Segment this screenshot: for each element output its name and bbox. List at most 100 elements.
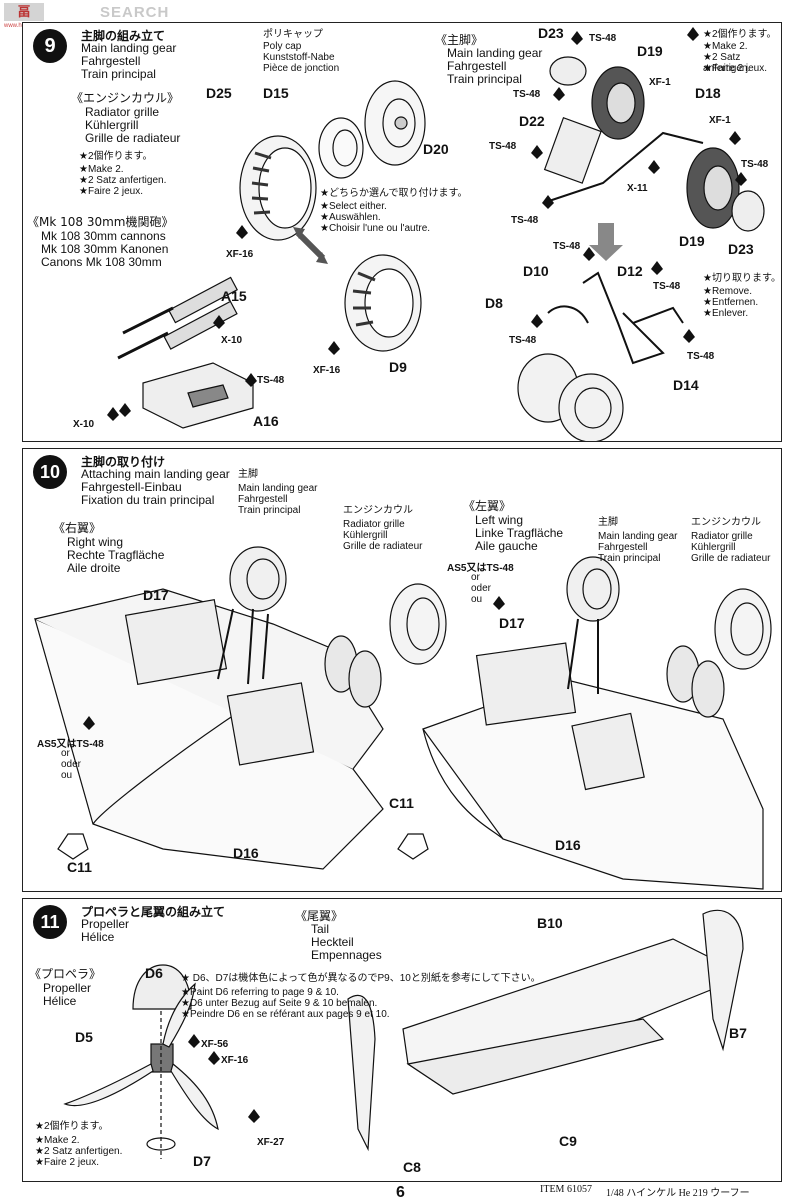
right-wing-en: Right wing: [67, 535, 124, 549]
paint-label: TS-48: [589, 33, 617, 44]
part-label: D8: [485, 295, 503, 311]
paint-label: TS-48: [553, 241, 581, 252]
left-wing-en: Left wing: [475, 513, 524, 527]
watermark-logo: 畐: [4, 3, 44, 21]
select-note-en: ★Select either.: [320, 201, 387, 212]
left-wing-de: Linke Tragfläche: [475, 526, 564, 540]
paint-label: XF-56: [201, 1039, 229, 1050]
propeller-en: Propeller: [43, 981, 92, 995]
remove-note-jp: ★切り取ります。: [703, 273, 781, 284]
paint-note-de: ★D6 unter Bezug auf Seite 9 & 10 bemalen…: [181, 998, 378, 1009]
cowl-label-en: Radiator grille: [343, 519, 405, 530]
item-number: ITEM 61057: [540, 1184, 592, 1195]
remove-note-fr: ★Enlever.: [703, 308, 749, 319]
part-label: D19: [679, 233, 705, 249]
step-title-en: Propeller: [81, 917, 130, 931]
cowl-label-en: Radiator grille: [691, 531, 753, 542]
part-label: D16: [555, 837, 581, 853]
mk108-en: Mk 108 30mm cannons: [41, 229, 166, 243]
make2-note-de: ★2 Satz anfertigen.: [35, 1146, 123, 1157]
part-label: D10: [523, 263, 549, 279]
engine-cowl-fr: Grille de radiateur: [85, 131, 181, 145]
gear-fr: Train principal: [447, 72, 522, 86]
oder-label: oder: [471, 583, 492, 594]
paint-label: X-10: [73, 419, 95, 430]
step-title-en: Main landing gear: [81, 41, 177, 55]
paint-label: X-10: [221, 335, 243, 346]
paint-label: TS-48: [653, 281, 681, 292]
polycap-fr: Pièce de jonction: [263, 63, 340, 74]
step-9-drawing: [107, 27, 765, 441]
step-title-jp: 主脚の取り付け: [81, 455, 166, 469]
ou-label: ou: [471, 594, 483, 605]
paint-label: TS-48: [509, 335, 537, 346]
make2b-note-fr: ★Faire 2 jeux.: [703, 63, 767, 74]
step-10-panel: 10 主脚の取り付け Attaching main landing gear F…: [22, 448, 782, 892]
gear-label-de: Fahrgestell: [598, 542, 648, 553]
polycap-en: Poly cap: [263, 41, 302, 52]
make2-note-en: ★Make 2.: [79, 164, 124, 175]
engine-cowl-de: Kühlergrill: [85, 118, 139, 132]
make2-note-jp: ★2個作ります。: [35, 1121, 109, 1132]
paint-label: AS5又はTS-48: [447, 563, 514, 574]
cowl-label-jp: エンジンカウル: [691, 517, 761, 528]
paint-note-jp: ★ D6、D7は機体色によって色が異なるのでP9、10と別紙を参考にして下さい。: [181, 973, 541, 984]
gear-label-fr: Train principal: [598, 553, 661, 564]
step-title-de: Fahrgestell-Einbau: [81, 480, 182, 494]
paint-label: XF-16: [313, 365, 341, 376]
paint-label: TS-48: [257, 375, 285, 386]
part-label: D20: [423, 141, 449, 157]
paint-label: TS-48: [513, 89, 541, 100]
gear-label-jp: 主脚: [238, 469, 258, 480]
propeller-heading: 《プロペラ》: [29, 967, 102, 981]
or-label: or: [61, 748, 70, 759]
step-title-jp: 主脚の組み立て: [81, 29, 166, 43]
step-title-en: Attaching main landing gear: [81, 467, 230, 481]
gear-label-de: Fahrgestell: [238, 494, 288, 505]
part-label: D17: [143, 587, 169, 603]
part-label: D25: [206, 85, 232, 101]
step-title-fr: Hélice: [81, 930, 115, 944]
part-label: B7: [729, 1025, 747, 1041]
make2-note-fr: ★Faire 2 jeux.: [79, 186, 143, 197]
make2b-note-de: ★2 Satz anfertigen.: [703, 52, 751, 74]
gear-en: Main landing gear: [447, 46, 543, 60]
paint-label: XF-27: [257, 1137, 285, 1148]
part-label: D15: [263, 85, 289, 101]
select-note-fr: ★Choisir l'une ou l'autre.: [320, 223, 431, 234]
part-label: D6: [145, 965, 163, 981]
paint-label: TS-48: [489, 141, 517, 152]
tail-en: Tail: [311, 922, 330, 936]
paint-label: TS-48: [511, 215, 539, 226]
select-note-jp: ★どちらか選んで取り付けます。: [320, 188, 468, 199]
step-11-drawing: [63, 909, 744, 1159]
polycap-de: Kunststoff-Nabe: [263, 52, 335, 63]
tail-heading: 《尾翼》: [295, 909, 344, 923]
gear-de: Fahrgestell: [447, 59, 507, 73]
make2b-note-jp: ★2個作ります。: [703, 29, 777, 40]
make2-note-fr: ★Faire 2 jeux.: [35, 1157, 99, 1168]
or-label: or: [471, 572, 480, 583]
make2-note-en: ★Make 2.: [35, 1135, 80, 1146]
propeller-fr: Hélice: [43, 994, 77, 1008]
gear-label-jp: 主脚: [598, 517, 618, 528]
make2-note-jp: ★2個作ります。: [79, 151, 153, 162]
step-title-jp: プロペラと尾翼の組み立て: [81, 905, 226, 919]
cowl-label-jp: エンジンカウル: [343, 505, 413, 516]
part-label: D23: [538, 25, 564, 41]
select-note-de: ★Auswählen.: [320, 212, 381, 223]
part-label: C8: [403, 1159, 421, 1175]
step-title-de: Fahrgestell: [81, 54, 141, 68]
paint-note-en: ★Paint D6 referring to page 9 & 10.: [181, 987, 339, 998]
remove-note-en: ★Remove.: [703, 286, 752, 297]
paint-label: TS-48: [687, 351, 715, 362]
cowl-label-de: Kühlergrill: [691, 542, 736, 553]
part-label: C11: [389, 795, 414, 811]
right-wing-fr: Aile droite: [67, 561, 121, 575]
part-label: D7: [193, 1153, 211, 1169]
paint-label: XF-1: [709, 115, 731, 126]
step-title-fr: Train principal: [81, 67, 156, 81]
step-9-panel: 9 主脚の組み立て Main landing gear Fahrgestell …: [22, 22, 782, 442]
paint-label: XF-16: [226, 249, 254, 260]
cowl-label-de: Kühlergrill: [343, 530, 388, 541]
